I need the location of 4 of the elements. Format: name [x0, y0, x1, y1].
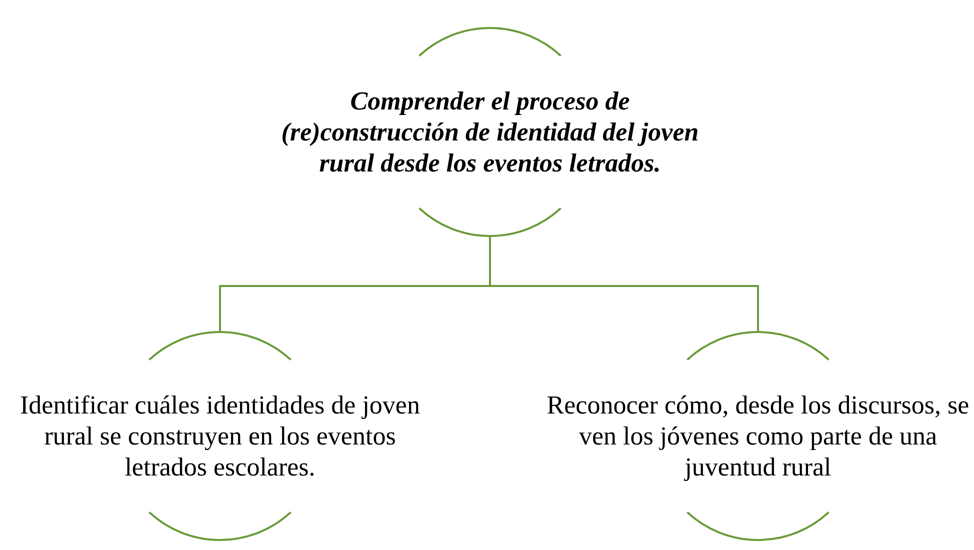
node-text: Reconocer cómo, desde los discursos, se ven los jóvenes como parte de una juventud rural [546, 390, 970, 482]
node-text: Identificar cuáles identidades de joven rural se construyen en los eventos letrados escolares. [19, 390, 421, 482]
node-text: Comprender el proceso de (re)construcción de identidad del joven rural desde los eventos letrados. [280, 86, 700, 178]
connector-line [489, 236, 759, 332]
